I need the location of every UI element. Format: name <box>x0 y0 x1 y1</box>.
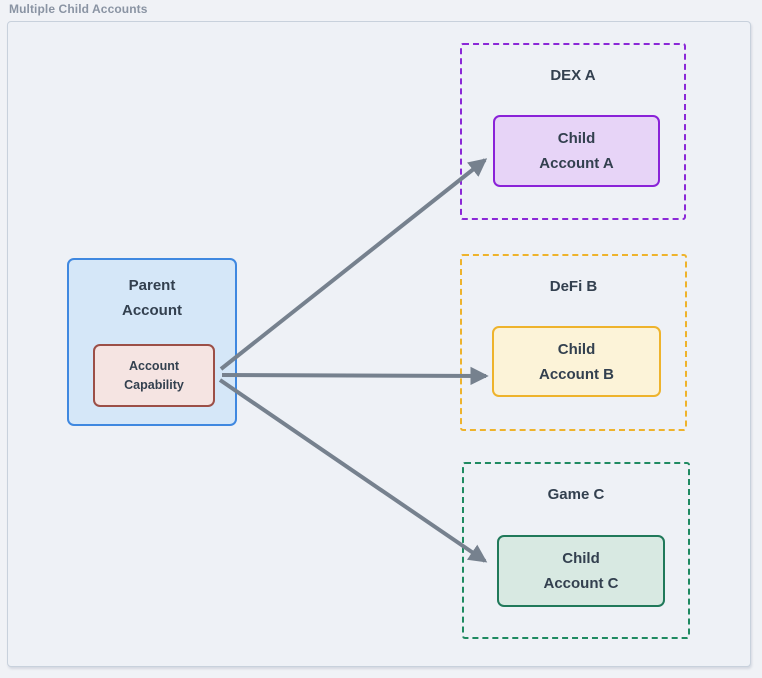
parent-account-node: Parent Account Account Capability <box>67 258 237 426</box>
account-capability-label-line2: Capability <box>124 377 184 392</box>
group-game-c-label: Game C <box>547 486 605 503</box>
account-capability-label: Account Capability <box>124 357 184 395</box>
group-game-c: Game C Child Account C <box>462 462 690 639</box>
diagram-title: Multiple Child Accounts <box>9 2 148 16</box>
account-capability-label-line1: Account <box>129 358 179 373</box>
child-account-a-label-line2: Account A <box>539 155 614 172</box>
child-account-c-node: Child Account C <box>497 535 665 607</box>
child-account-c-label-line1: Child <box>562 550 600 567</box>
group-defi-b-label: DeFi B <box>549 278 598 295</box>
child-account-c-label-line2: Account C <box>543 575 619 592</box>
parent-account-label: Parent Account <box>69 260 235 323</box>
child-account-a-node: Child Account A <box>493 115 660 187</box>
child-account-b-label-line1: Child <box>557 340 596 358</box>
parent-account-label-line2: Account <box>122 302 182 319</box>
parent-account-label-line1: Parent <box>128 277 176 294</box>
group-dex-a-label: DEX A <box>550 67 596 84</box>
group-defi-b: DeFi B Child Account B <box>460 254 687 431</box>
group-dex-a: DEX A Child Account A <box>460 43 686 220</box>
account-capability-node: Account Capability <box>93 344 215 407</box>
child-account-b-label-line2: Account B <box>539 365 614 383</box>
child-account-a-label-line1: Child <box>557 130 596 147</box>
child-account-b-node: Child Account B <box>492 326 661 397</box>
